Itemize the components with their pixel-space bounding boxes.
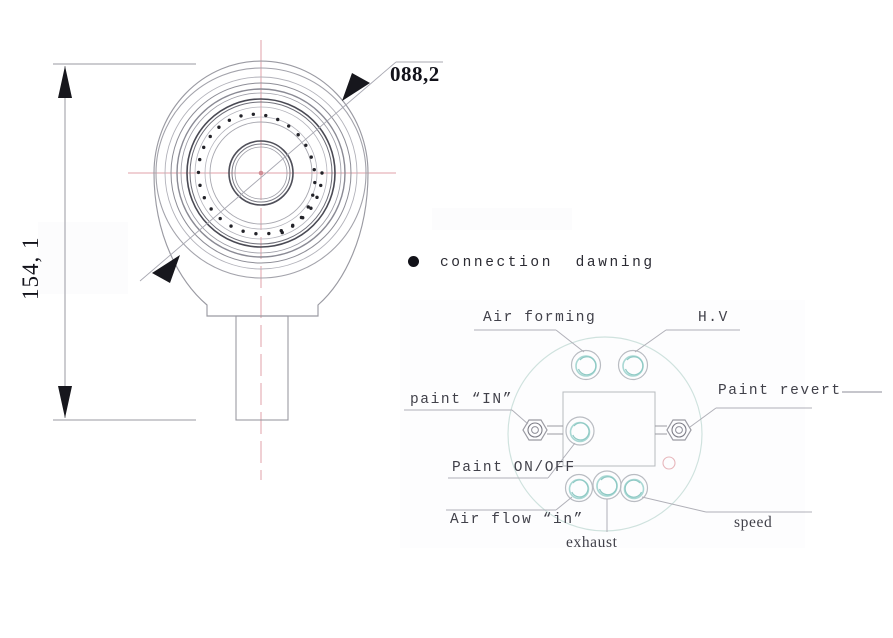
label-paint-in: paint “IN” xyxy=(410,392,514,408)
label-paint-on-off: Paint ON/OFF xyxy=(452,460,576,476)
fitting-paint-revert xyxy=(655,419,692,441)
faint-artifact-left xyxy=(38,222,128,294)
leader-arrowhead-lower xyxy=(152,255,180,283)
port-air-flow-in xyxy=(564,473,594,503)
ring-seat xyxy=(228,140,294,206)
fitting-paint-in xyxy=(522,419,563,441)
leader-speed xyxy=(641,496,707,513)
diameter-leader-line xyxy=(139,61,397,282)
dimension-arrow-bottom xyxy=(58,386,72,418)
ring-cap-inner xyxy=(189,101,333,245)
leader-paint-on-off xyxy=(547,442,576,479)
ring-inner-step xyxy=(209,121,313,225)
nozzle-shaft xyxy=(235,315,289,421)
ring-hole-track-outer xyxy=(194,106,328,240)
label-speed: speed xyxy=(734,514,773,531)
leader-air-forming xyxy=(555,329,585,353)
legend-bullet-icon xyxy=(408,256,419,267)
diameter-dimension-label: 088,2 xyxy=(390,62,440,86)
leader-arrowhead-upper xyxy=(342,73,370,101)
label-exhaust: exhaust xyxy=(566,534,618,551)
air-hole-ring xyxy=(196,112,324,236)
connection-panel-background xyxy=(400,300,805,548)
ring-shoulder xyxy=(170,82,352,264)
ring-cap-outer xyxy=(186,98,336,248)
dimension-arrow-top xyxy=(58,66,72,98)
port-paint-on-off xyxy=(565,416,595,446)
faint-artifact-top xyxy=(432,208,572,230)
label-air-forming: Air forming xyxy=(483,310,597,326)
nozzle-tip-dot xyxy=(258,170,264,176)
leader-air-flow-in xyxy=(555,496,573,511)
center-plate xyxy=(562,391,656,467)
port-hv xyxy=(617,349,649,381)
port-speed xyxy=(619,473,649,503)
panel-leader-lines xyxy=(404,329,812,532)
label-hv: H.V xyxy=(698,310,729,326)
ring-outer-1 xyxy=(155,67,367,279)
leader-paint-revert xyxy=(689,407,717,428)
label-paint-revert: Paint revert xyxy=(718,383,842,399)
connector-body-circle xyxy=(507,336,703,532)
ring-bore xyxy=(234,146,288,200)
nozzle-face-rings xyxy=(155,67,367,279)
ring-seat-inner xyxy=(231,143,291,203)
centerlines xyxy=(128,40,396,480)
label-air-flow-in: Air flow “in” xyxy=(450,512,584,528)
ring-hole-track-inner xyxy=(204,116,318,230)
height-dimension xyxy=(53,63,196,421)
ring-bevel-2 xyxy=(180,92,342,254)
connection-face-diagram xyxy=(404,329,812,532)
ring-outer-2 xyxy=(164,76,358,270)
leader-paint-in xyxy=(511,409,529,425)
legend-label: connection dawning xyxy=(440,255,655,271)
small-blind-hole xyxy=(662,456,676,470)
height-dimension-label: 154, 1 xyxy=(18,236,43,301)
leader-hv xyxy=(634,329,667,353)
ring-bevel-1 xyxy=(176,88,346,258)
port-air-forming xyxy=(570,349,602,381)
nozzle-front-view xyxy=(128,40,443,480)
nozzle-body-outline xyxy=(153,60,369,317)
port-exhaust xyxy=(592,470,622,500)
